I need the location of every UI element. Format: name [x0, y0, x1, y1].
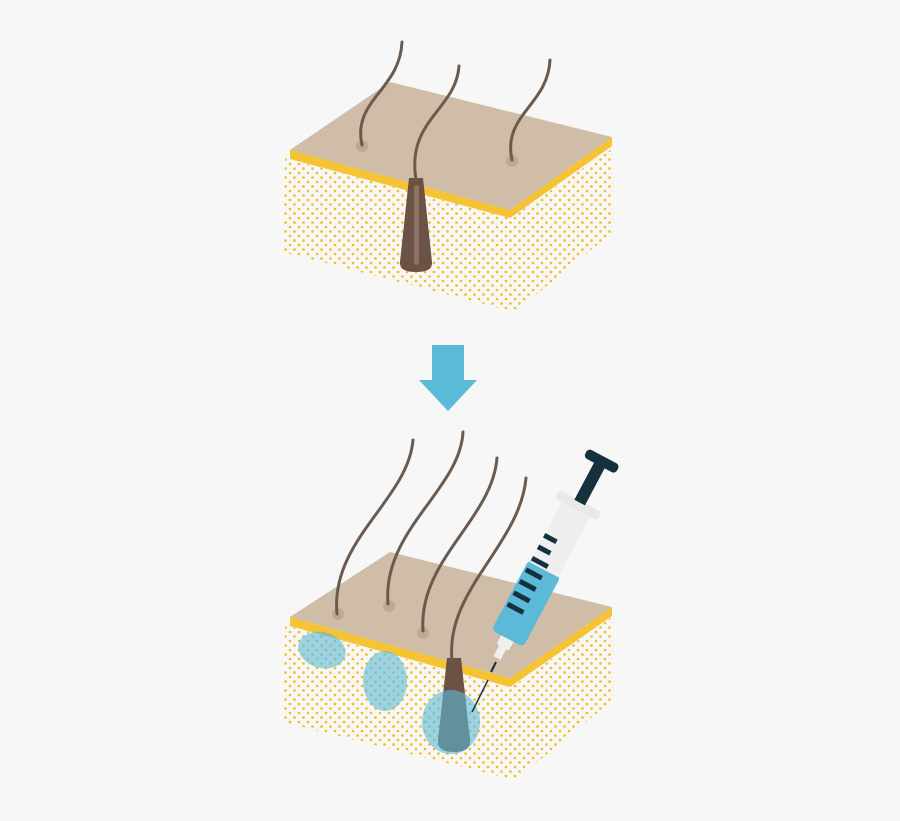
hair	[413, 64, 461, 182]
skin-surface	[290, 552, 612, 678]
follicle-highlight	[414, 185, 419, 265]
injection-blob	[298, 631, 346, 669]
skin-block-after	[283, 430, 613, 780]
arrow-down-icon	[419, 345, 477, 411]
needle	[471, 679, 489, 713]
needle	[490, 661, 497, 673]
skin-edge	[290, 137, 612, 218]
skin-surface	[290, 82, 612, 210]
pore	[417, 627, 429, 639]
hair	[359, 40, 404, 147]
injection-blob	[422, 690, 480, 754]
hair	[450, 476, 528, 662]
fat-layer	[283, 148, 613, 312]
hair	[335, 438, 415, 616]
hair	[421, 456, 499, 633]
skin-edge	[290, 607, 612, 687]
syringe-icon	[493, 449, 619, 660]
hair	[509, 58, 552, 162]
pore	[383, 600, 395, 612]
skin-block-before	[283, 40, 613, 312]
hair	[386, 430, 465, 606]
injection-blob	[363, 651, 407, 711]
